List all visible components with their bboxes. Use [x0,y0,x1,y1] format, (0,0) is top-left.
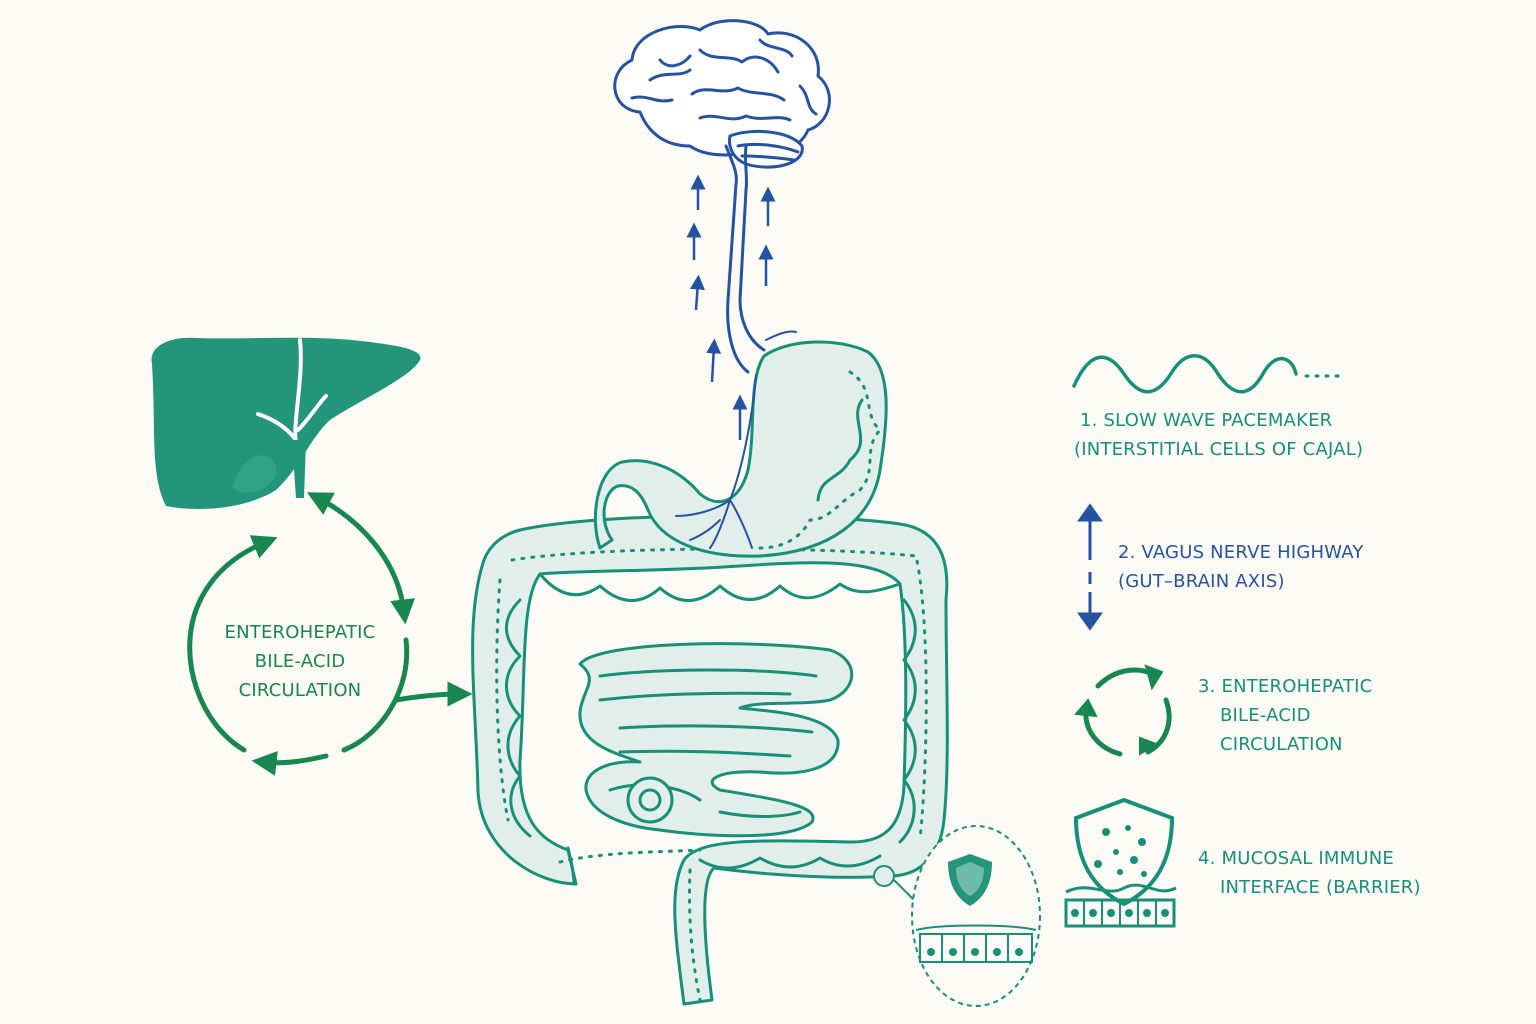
digestive-tract [471,340,949,1006]
legend-line: 3. ENTEROHEPATIC [1198,676,1373,697]
legend-item-mucosal-barrier: 4. MUCOSAL IMMUNE INTERFACE (BARRIER) [1198,844,1421,902]
double-arrow-icon [1077,503,1103,631]
legend-line: BILE-ACID [1220,705,1311,726]
legend-item-vagus-nerve: 2. VAGUS NERVE HIGHWAY (GUT–BRAIN AXIS) [1118,538,1364,596]
stomach [593,340,888,558]
wave-icon [1072,354,1348,394]
vagus-signal-arrows [686,174,776,440]
legend-line: INTERFACE (BARRIER) [1220,877,1421,898]
legend-line: (INTERSTITIAL CELLS OF CAJAL) [1074,439,1364,460]
legend-item-slow-wave: 1. SLOW WAVE PACEMAKER (INTERSTITIAL CEL… [1074,406,1363,464]
legend-line: CIRCULATION [1220,734,1343,755]
recycle-arrows-icon [1073,664,1172,757]
liver-icon [151,337,421,509]
enterohepatic-cycle-arrows [187,492,473,776]
legend-line: 1. SLOW WAVE PACEMAKER [1080,410,1333,431]
cycle-label: ENTEROHEPATIC BILE-ACID CIRCULATION [212,618,388,705]
shield-barrier-icon [1064,797,1177,928]
cycle-label-line3: CIRCULATION [238,680,362,701]
legend-line: (GUT–BRAIN AXIS) [1118,571,1285,592]
cycle-label-line2: BILE-ACID [254,651,346,672]
vagus-nerve [675,330,797,549]
legend-line: 4. MUCOSAL IMMUNE [1198,848,1394,869]
barrier-callout [873,825,1041,1007]
cycle-label-line1: ENTEROHEPATIC [224,622,376,643]
legend-item-enterohepatic: 3. ENTEROHEPATIC BILE-ACID CIRCULATION [1198,672,1372,759]
brain-icon [613,19,831,374]
legend-line: 2. VAGUS NERVE HIGHWAY [1118,542,1364,563]
